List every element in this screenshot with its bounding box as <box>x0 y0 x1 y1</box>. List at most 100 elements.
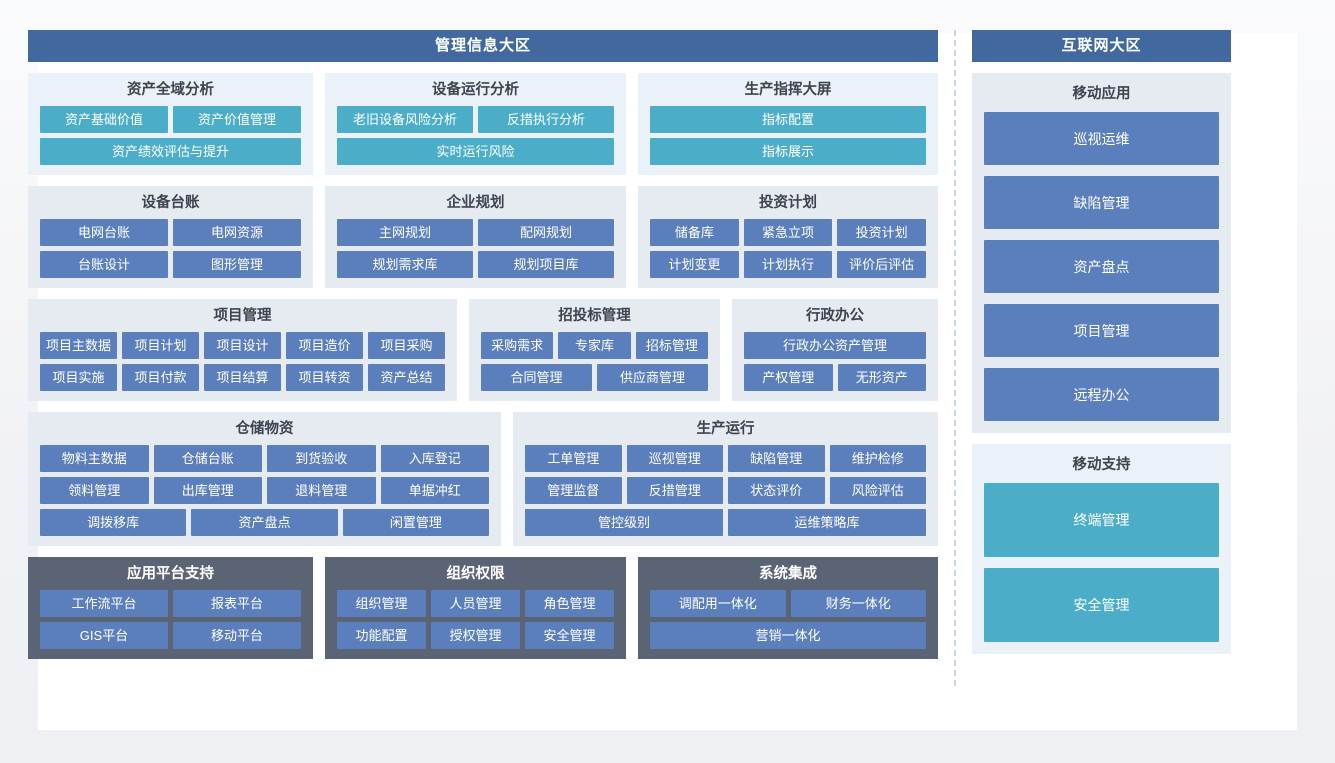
tile-button[interactable]: 安全管理 <box>525 622 614 649</box>
tile-button[interactable]: 组织管理 <box>337 590 426 617</box>
tile-button[interactable]: 项目实施 <box>40 364 117 391</box>
tile-button[interactable]: 项目设计 <box>204 332 281 359</box>
tile-button[interactable]: 资产总结 <box>368 364 445 391</box>
tile-button[interactable]: 指标配置 <box>650 106 926 133</box>
tile-button[interactable]: 移动平台 <box>173 622 301 649</box>
tile-row: 项目主数据项目计划项目设计项目造价项目采购 <box>40 332 445 359</box>
tile-button[interactable]: 物料主数据 <box>40 445 149 472</box>
tile-button[interactable]: 项目造价 <box>286 332 363 359</box>
panel-title: 企业规划 <box>446 195 505 211</box>
tile-button[interactable]: 营销一体化 <box>650 622 926 649</box>
panel-title: 行政办公 <box>806 308 864 324</box>
tile-button[interactable]: 计划执行 <box>743 251 833 278</box>
tile-button[interactable]: 主网规划 <box>337 219 473 246</box>
tile-button[interactable]: 老旧设备风险分析 <box>337 106 473 133</box>
tile-button[interactable]: 项目采购 <box>368 332 445 359</box>
zone-divider <box>938 30 972 686</box>
tile-button[interactable]: 产权管理 <box>744 364 833 391</box>
tile-button[interactable]: 退料管理 <box>267 477 376 504</box>
tile-button[interactable]: 供应商管理 <box>597 364 708 391</box>
tile-button[interactable]: 项目结算 <box>204 364 281 391</box>
tile-row: 功能配置授权管理安全管理 <box>337 622 614 649</box>
tile-button[interactable]: 规划需求库 <box>337 251 473 278</box>
tile-button[interactable]: 采购需求 <box>481 332 554 359</box>
tile-button[interactable]: 闲置管理 <box>342 509 489 536</box>
panel-enterprise-planning: 企业规划主网规划配网规划规划需求库规划项目库 <box>325 186 626 288</box>
tile-button[interactable]: 项目主数据 <box>40 332 117 359</box>
tile-button[interactable]: 状态评价 <box>728 477 825 504</box>
tile-button[interactable]: 电网台账 <box>40 219 168 246</box>
tile-button[interactable]: 行政办公资产管理 <box>744 332 926 359</box>
tile-button[interactable]: 计划变更 <box>650 251 739 278</box>
tile-button[interactable]: 项目转资 <box>286 364 363 391</box>
tile-button[interactable]: 资产盘点 <box>191 509 338 536</box>
tile-button[interactable]: 终端管理 <box>984 483 1219 557</box>
tile-button[interactable]: 台账设计 <box>40 251 168 278</box>
tile-button[interactable]: 出库管理 <box>153 477 262 504</box>
tile-button[interactable]: 项目计划 <box>122 332 199 359</box>
tile-button[interactable]: 电网资源 <box>173 219 301 246</box>
tile-button[interactable]: 工作流平台 <box>40 590 168 617</box>
tile-button[interactable]: 规划项目库 <box>478 251 614 278</box>
tile-button[interactable]: 招标管理 <box>635 332 708 359</box>
tile-button[interactable]: 报表平台 <box>173 590 301 617</box>
tile-button[interactable]: 入库登记 <box>380 445 489 472</box>
tile-button[interactable]: 图形管理 <box>173 251 301 278</box>
tile-row: 物料主数据仓储台账到货验收入库登记 <box>40 445 489 472</box>
tile-button[interactable]: 调拨移库 <box>40 509 187 536</box>
tile-button[interactable]: 领料管理 <box>40 477 149 504</box>
tile-button[interactable]: 巡视运维 <box>984 112 1219 165</box>
tile-button[interactable]: 反措执行分析 <box>478 106 614 133</box>
tile-button[interactable]: 授权管理 <box>431 622 520 649</box>
tile-button[interactable]: 调配用一体化 <box>650 590 786 617</box>
tile-button[interactable]: 风险评估 <box>829 477 926 504</box>
panel-production-command-screen: 生产指挥大屏指标配置指标展示 <box>638 73 938 175</box>
tile-button[interactable]: 运维策略库 <box>728 509 926 536</box>
zone-header-management: 管理信息大区 <box>28 30 938 62</box>
tile-button[interactable]: 工单管理 <box>525 445 622 472</box>
section-row: 设备台账电网台账电网资源台账设计图形管理企业规划主网规划配网规划规划需求库规划项… <box>28 186 938 288</box>
panel-title: 资产全域分析 <box>127 82 214 98</box>
tile-button[interactable]: 实时运行风险 <box>337 138 614 165</box>
tile-button[interactable]: 储备库 <box>650 219 739 246</box>
section-row: 项目管理项目主数据项目计划项目设计项目造价项目采购项目实施项目付款项目结算项目转… <box>28 299 938 401</box>
tile-button[interactable]: 功能配置 <box>337 622 426 649</box>
tile-button[interactable]: 仓储台账 <box>153 445 262 472</box>
tile-button[interactable]: 资产价值管理 <box>173 106 301 133</box>
tile-grid: 资产基础价值资产价值管理资产绩效评估与提升 <box>40 106 301 165</box>
tile-button[interactable]: 管理监督 <box>525 477 622 504</box>
tile-button[interactable]: 资产绩效评估与提升 <box>40 138 301 165</box>
panel-title: 生产运行 <box>696 421 755 437</box>
tile-button[interactable]: 角色管理 <box>525 590 614 617</box>
tile-button[interactable]: 财务一体化 <box>790 590 926 617</box>
tile-button[interactable]: 合同管理 <box>481 364 592 391</box>
tile-button[interactable]: 紧急立项 <box>743 219 833 246</box>
tile-button[interactable]: 缺陷管理 <box>984 176 1219 229</box>
tile-button[interactable]: 维护检修 <box>829 445 926 472</box>
tile-button[interactable]: 指标展示 <box>650 138 926 165</box>
tile-button[interactable]: 反措管理 <box>626 477 723 504</box>
tile-button[interactable]: 项目管理 <box>984 304 1219 357</box>
tile-button[interactable]: 远程办公 <box>984 368 1219 421</box>
tile-button[interactable]: 缺陷管理 <box>728 445 825 472</box>
tile-grid: 项目主数据项目计划项目设计项目造价项目采购项目实施项目付款项目结算项目转资资产总… <box>40 332 445 391</box>
tile-button[interactable]: 单据冲红 <box>380 477 489 504</box>
tile-button[interactable]: 安全管理 <box>984 568 1219 642</box>
tile-button[interactable]: 到货验收 <box>267 445 376 472</box>
tile-button[interactable]: 无形资产 <box>837 364 926 391</box>
tile-button[interactable]: 人员管理 <box>431 590 520 617</box>
tile-button[interactable]: 评价后评估 <box>837 251 927 278</box>
tile-button[interactable]: 专家库 <box>558 332 631 359</box>
tile-button[interactable]: 巡视管理 <box>626 445 723 472</box>
panel-title: 投资计划 <box>759 195 817 211</box>
tile-button[interactable]: 投资计划 <box>837 219 927 246</box>
tile-button[interactable]: 配网规划 <box>478 219 614 246</box>
tile-row: 台账设计图形管理 <box>40 251 301 278</box>
tile-button[interactable]: 资产盘点 <box>984 240 1219 293</box>
tile-button[interactable]: 资产基础价值 <box>40 106 168 133</box>
panel-title: 移动应用 <box>1072 86 1131 102</box>
tile-button[interactable]: 管控级别 <box>525 509 723 536</box>
tile-button[interactable]: GIS平台 <box>40 622 168 649</box>
tile-row: 合同管理供应商管理 <box>481 364 708 391</box>
tile-button[interactable]: 项目付款 <box>122 364 199 391</box>
